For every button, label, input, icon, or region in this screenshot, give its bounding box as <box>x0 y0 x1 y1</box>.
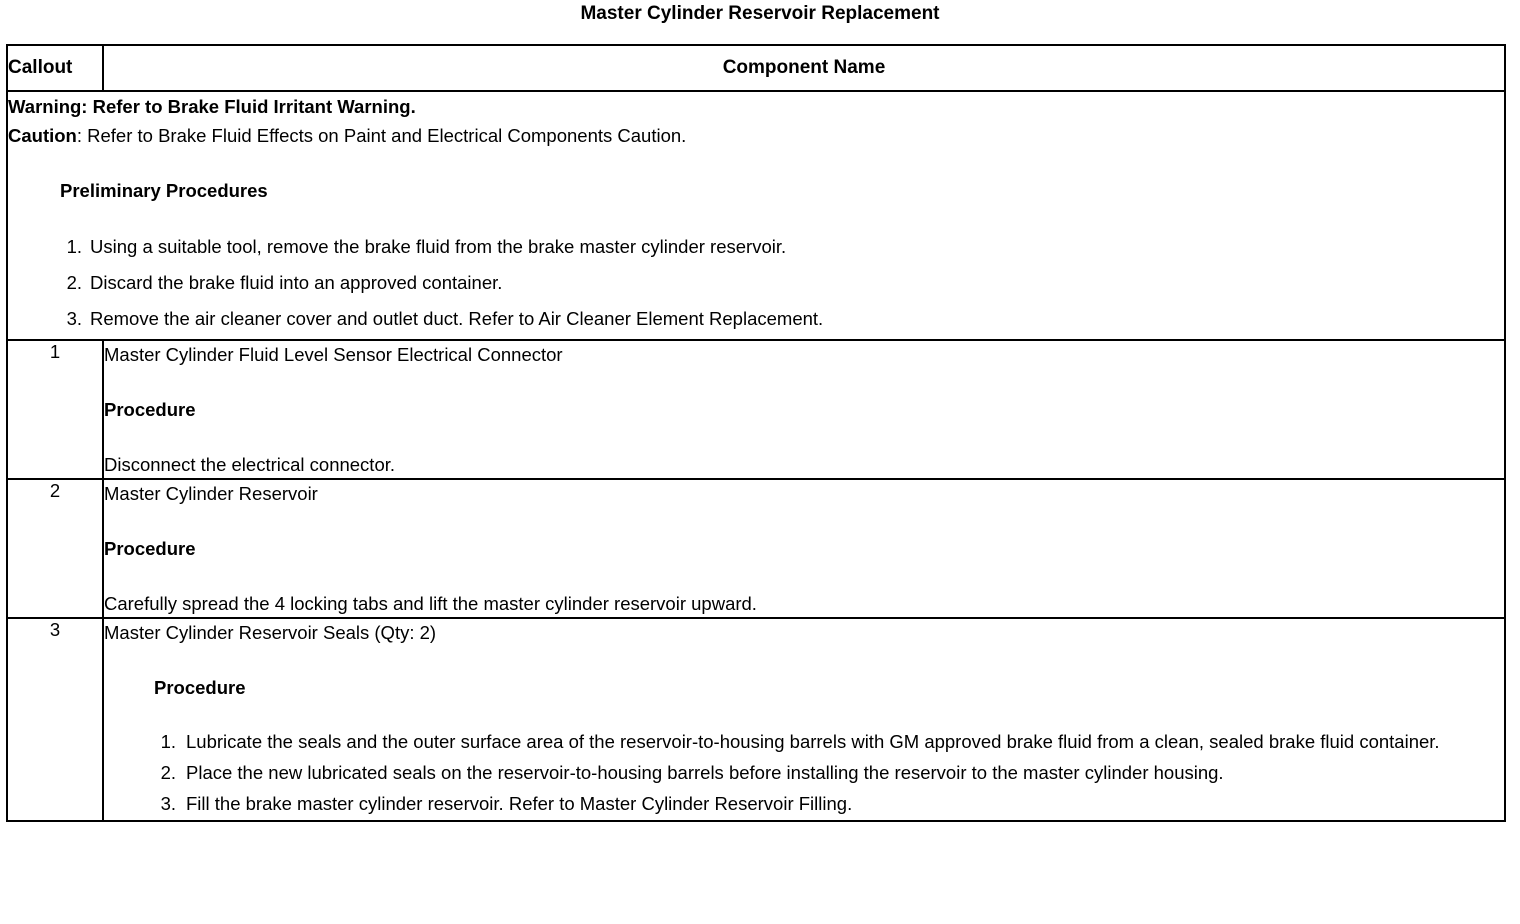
caution-line: Caution: Refer to Brake Fluid Effects on… <box>8 121 1504 150</box>
step-number: 3. <box>160 793 176 814</box>
step-text: Place the new lubricated seals on the re… <box>186 762 1224 783</box>
step-text: Remove the air cleaner cover and outlet … <box>90 308 824 329</box>
step-number: 2. <box>160 762 176 783</box>
preliminary-procedures-cell: Warning: Refer to Brake Fluid Irritant W… <box>6 90 1506 341</box>
warning-label: Warning: <box>8 96 88 117</box>
warning-text: Refer to Brake Fluid Irritant Warning. <box>87 96 416 117</box>
preliminary-procedures-row: Warning: Refer to Brake Fluid Irritant W… <box>6 90 1506 341</box>
component-name: Master Cylinder Fluid Level Sensor Elect… <box>104 344 563 365</box>
page-title: Master Cylinder Reservoir Replacement <box>580 3 940 24</box>
component-name: Master Cylinder Reservoir Seals (Qty: 2) <box>104 622 437 643</box>
procedure-text: Disconnect the electrical connector. <box>104 454 396 475</box>
list-item: 2. Discard the brake fluid into an appro… <box>60 267 1504 299</box>
preliminary-steps-list: 1. Using a suitable tool, remove the bra… <box>8 231 1504 335</box>
list-item: 1. Lubricate the seals and the outer sur… <box>154 727 1504 756</box>
table-row: 1 Master Cylinder Fluid Level Sensor Ele… <box>6 339 1506 480</box>
procedure-text: Carefully spread the 4 locking tabs and … <box>104 593 757 614</box>
step-text: Discard the brake fluid into an approved… <box>90 272 503 293</box>
preliminary-procedures-heading: Preliminary Procedures <box>60 180 268 201</box>
component-detail-cell: Master Cylinder Fluid Level Sensor Elect… <box>102 339 1506 480</box>
component-detail-cell: Master Cylinder Reservoir Seals (Qty: 2)… <box>102 617 1506 822</box>
procedure-label: Procedure <box>104 399 196 420</box>
callout-number: 1 <box>6 339 104 480</box>
list-item: 1. Using a suitable tool, remove the bra… <box>60 231 1504 263</box>
table-row: 2 Master Cylinder Reservoir Procedure Ca… <box>6 478 1506 619</box>
table-row: 3 Master Cylinder Reservoir Seals (Qty: … <box>6 617 1506 822</box>
column-header-component-name: Component Name <box>102 44 1506 92</box>
list-item: 3. Remove the air cleaner cover and outl… <box>60 303 1504 335</box>
caution-text: : Refer to Brake Fluid Effects on Paint … <box>76 125 687 146</box>
step-text: Lubricate the seals and the outer surfac… <box>186 731 1440 752</box>
list-item: 2. Place the new lubricated seals on the… <box>154 758 1504 787</box>
step-number: 1. <box>66 236 82 257</box>
callout-number: 3 <box>6 617 104 822</box>
component-name: Master Cylinder Reservoir <box>104 483 318 504</box>
list-item: 3. Fill the brake master cylinder reserv… <box>154 789 1504 818</box>
step-text: Fill the brake master cylinder reservoir… <box>186 793 853 814</box>
callout-number: 2 <box>6 478 104 619</box>
warning-line: Warning: Refer to Brake Fluid Irritant W… <box>8 92 1504 121</box>
procedure-table: Callout Component Name Warning: Refer to… <box>6 44 1506 822</box>
procedure-steps-list: 1. Lubricate the seals and the outer sur… <box>104 727 1504 818</box>
step-text: Using a suitable tool, remove the brake … <box>90 236 787 257</box>
component-detail-cell: Master Cylinder Reservoir Procedure Care… <box>102 478 1506 619</box>
step-number: 1. <box>160 731 176 752</box>
procedure-label: Procedure <box>104 538 196 559</box>
column-header-callout: Callout <box>6 44 104 92</box>
table-header-row: Callout Component Name <box>6 44 1506 92</box>
procedure-label: Procedure <box>154 677 246 698</box>
step-number: 2. <box>66 272 82 293</box>
step-number: 3. <box>66 308 82 329</box>
caution-label: Caution <box>8 125 77 146</box>
